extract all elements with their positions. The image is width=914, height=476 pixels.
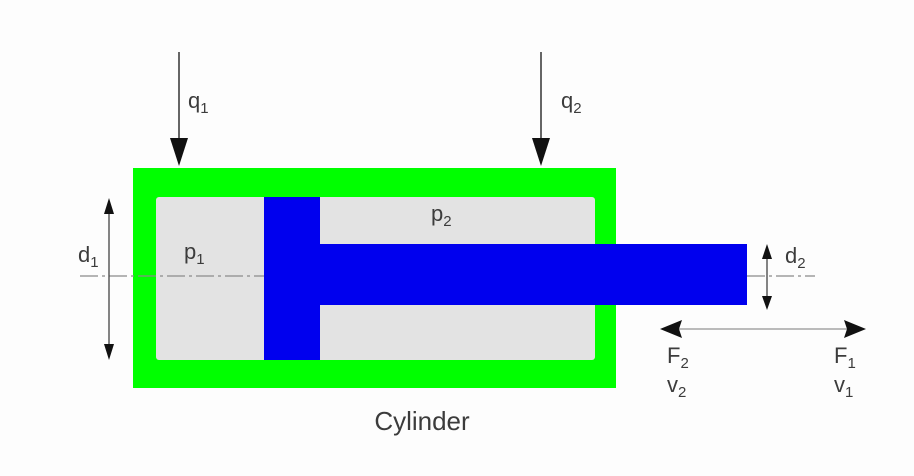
velocity-label-v2: v2 [667,372,686,401]
diagram-title: Cylinder [374,406,470,436]
piston [264,197,320,360]
arrowhead-left-icon [660,320,682,338]
arrowhead-up-icon [762,244,772,259]
pressure-label-p2: p2 [431,201,452,230]
arrowhead-up-icon [104,198,114,214]
force-label-F1: F1 [834,343,856,372]
arrowhead-down-icon [762,296,772,310]
pressure-label-p1: p1 [184,239,205,268]
dimension-label-d2: d2 [785,243,806,272]
arrowhead-down-icon [104,344,114,360]
arrowhead-down-icon [532,138,550,166]
piston-rod [316,244,747,305]
force-label-F2: F2 [667,343,689,372]
flow-label-q1: q1 [188,88,209,117]
flow-label-q2: q2 [561,88,582,117]
dimension-label-d1: d1 [78,242,99,271]
velocity-label-v1: v1 [834,372,853,401]
arrowhead-down-icon [170,138,188,166]
arrowhead-right-icon [844,320,866,338]
